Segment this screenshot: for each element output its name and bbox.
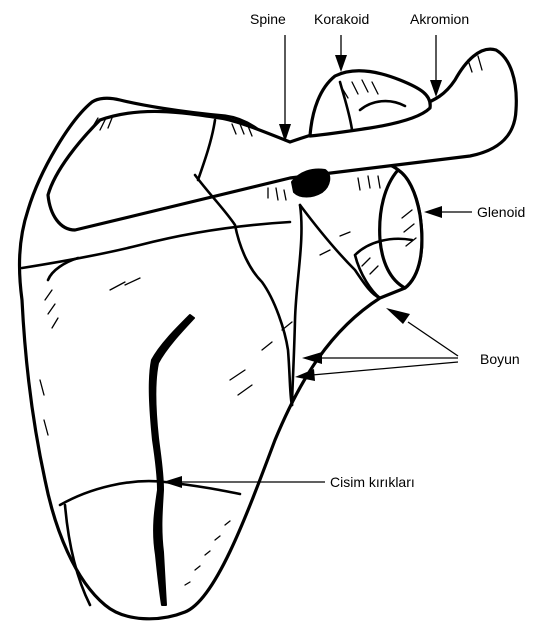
spine-label: Spine <box>250 11 286 27</box>
glenoid-label: Glenoid <box>477 204 525 220</box>
neck-label: Boyun <box>480 351 520 367</box>
neck-leader-3 <box>312 362 458 375</box>
acromion-label: Akromion <box>410 11 469 27</box>
neck-leader-1 <box>408 322 458 356</box>
coracoid-arrowhead <box>335 55 347 72</box>
neck-arrowhead-1 <box>386 308 410 324</box>
glenoid-arrowhead <box>424 206 442 218</box>
coracoid-label: Korakoid <box>314 11 369 27</box>
body-fractures-label: Cisim kırıkları <box>330 474 415 490</box>
